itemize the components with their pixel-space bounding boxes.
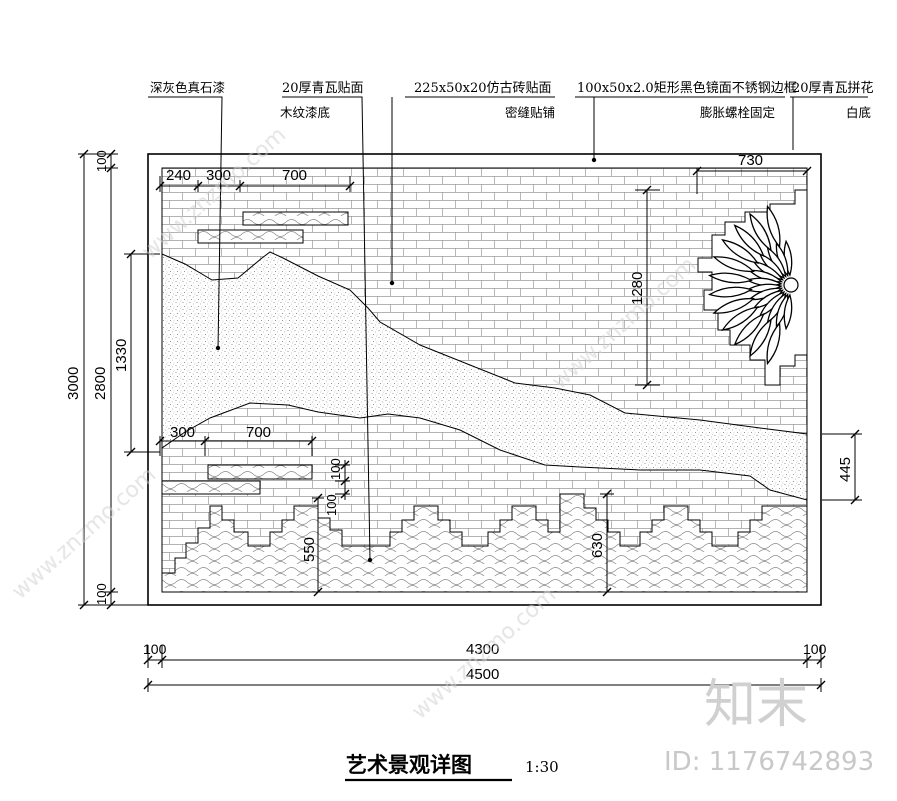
annotation-tile-facing: 20厚青瓦贴面 <box>282 81 364 96</box>
dim-bottom-100-right: 100 <box>803 641 827 657</box>
dim-630: 630 <box>589 533 606 558</box>
flower-petal <box>749 318 772 358</box>
dim-left-2800: 2800 <box>92 367 109 400</box>
dim-top-700: 700 <box>282 167 307 184</box>
dim-left-3000: 3000 <box>65 367 82 400</box>
annotation-stone-paint: 深灰色真石漆 <box>150 80 225 95</box>
dim-top-730: 730 <box>738 152 763 169</box>
dim-1280: 1280 <box>629 272 646 305</box>
dimension-ticks <box>79 149 860 690</box>
dim-550: 550 <box>301 537 318 562</box>
dim-mid-100a: 100 <box>328 458 343 480</box>
annotation-steel-frame: 100x50x2.0矩形黑色镜面不锈钢边框 <box>577 80 797 96</box>
flower-petal <box>749 212 772 252</box>
leader-lines <box>148 96 868 561</box>
dim-bottom-100-left: 100 <box>143 641 167 657</box>
dim-445: 445 <box>837 457 854 482</box>
flower-petal <box>733 224 765 258</box>
watermark-id: ID: 1176742893 <box>664 747 874 777</box>
annotation-white-base: 白底 <box>846 105 871 120</box>
dim-mid-700: 700 <box>246 424 271 441</box>
drawing-title: 艺术景观详图 <box>346 752 472 777</box>
flower-mosaic <box>697 189 808 386</box>
flower-petal <box>783 293 793 331</box>
watermark-logo: 知末 <box>704 675 808 735</box>
watermark-site-4: www.znzmo.com <box>407 582 561 724</box>
tile-strips-upper <box>197 211 349 244</box>
flower-petal <box>707 286 753 298</box>
dim-left-1330: 1330 <box>113 339 130 372</box>
tile-strips-lower <box>161 464 313 495</box>
flower-petal <box>766 321 781 366</box>
annotation-brick-facing: 225x50x20仿古砖贴面 <box>414 81 552 96</box>
dim-top-240: 240 <box>166 167 191 184</box>
dim-mid-100b: 100 <box>324 494 339 516</box>
annotation-bolt-fixing: 膨胀螺栓固定 <box>700 105 775 120</box>
dim-top-300: 300 <box>206 167 231 184</box>
stucco-mountain <box>161 251 808 501</box>
annotation-tile-pattern: 20厚青瓦拼花 <box>792 80 874 96</box>
flower-petal <box>766 204 781 249</box>
drawing-scale: 1:30 <box>525 758 559 776</box>
flower-petal <box>712 256 755 273</box>
flower-petal <box>733 312 765 346</box>
dim-bottom-4500: 4500 <box>466 666 499 683</box>
tile-crenellation <box>161 493 808 593</box>
dim-left-100-top: 100 <box>94 150 109 172</box>
annotation-tile-facing-base: 木纹漆底 <box>280 105 330 120</box>
annotation-brick-laying: 密缝贴铺 <box>505 105 555 120</box>
dim-left-100-bottom: 100 <box>94 583 109 605</box>
dim-mid-300: 300 <box>170 424 195 441</box>
flower-petal <box>721 239 759 264</box>
flower-petal <box>707 272 753 284</box>
dim-bottom-4300: 4300 <box>466 641 499 658</box>
flower-petal <box>712 297 755 314</box>
flower-petal <box>721 306 759 331</box>
